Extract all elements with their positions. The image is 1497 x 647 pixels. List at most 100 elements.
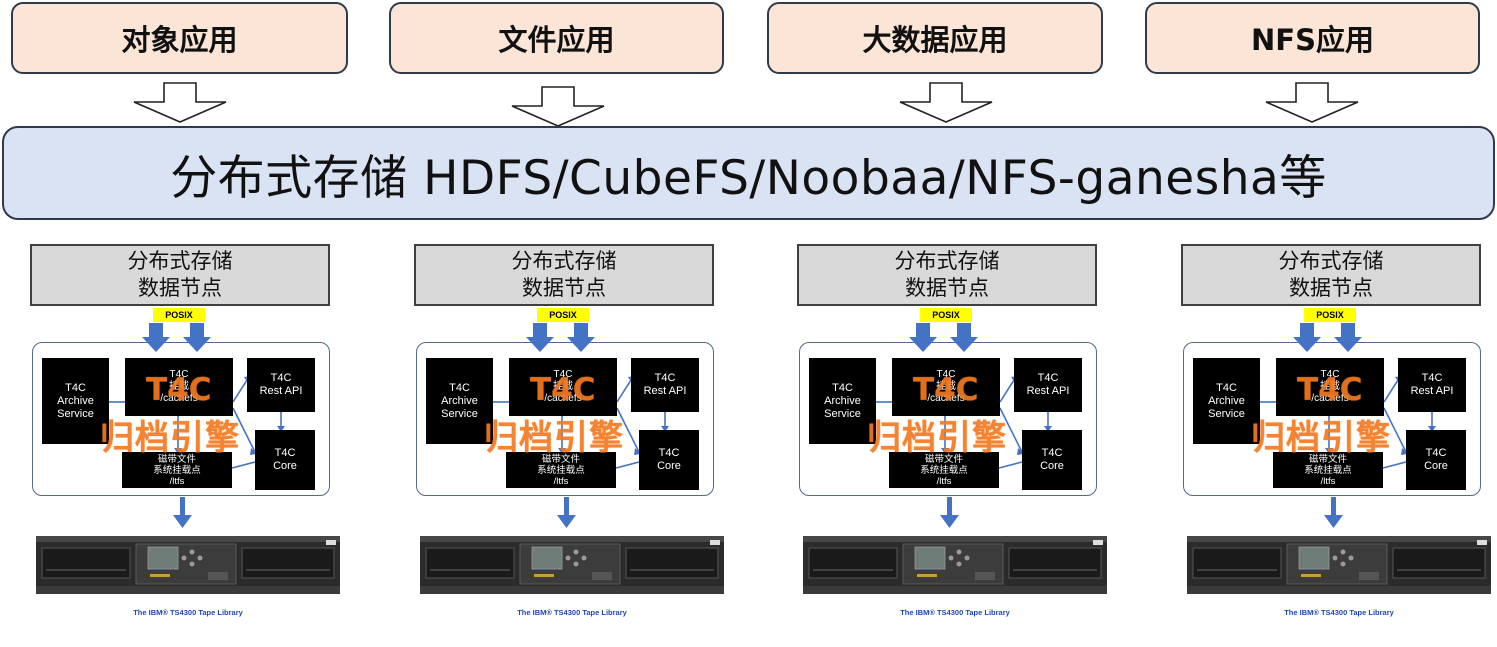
ltfs-mount-block: 磁带文件 系统挂载点 /ltfs [889, 452, 999, 488]
engine-overlay-t4c: T4C [1297, 372, 1363, 408]
down-arrow-icon [511, 86, 605, 127]
data-node-4: 分布式存储 数据节点 POSIX [1169, 240, 1497, 640]
tape-library-caption: The IBM® TS4300 Tape Library [133, 608, 243, 617]
posix-arrow-icon [142, 323, 211, 352]
ltfs-mount-line: 磁带文件 [541, 453, 580, 465]
data-node-2: 分布式存储 数据节点 POSIX [402, 240, 742, 640]
posix-label: POSIX [920, 308, 972, 322]
rest-api-block: T4C Rest API [1398, 358, 1466, 412]
posix-label: POSIX [153, 308, 205, 322]
ltfs-mount-line: 系统挂载点 [920, 464, 968, 476]
archive-service-line: Service [441, 407, 478, 420]
core-line: T4C [274, 447, 296, 459]
engine-overlay-archive-engine: 归档引擎 [484, 418, 624, 458]
node-arrows [36, 323, 340, 594]
rest-api-line: Rest API [643, 385, 687, 397]
app-box-nfs: NFS应用 [1145, 2, 1480, 74]
posix-arrow-icon [909, 323, 978, 352]
cache-mount-line: /cachefs [927, 393, 965, 404]
ltfs-mount-block: 磁带文件 系统挂载点 /ltfs [122, 452, 232, 488]
cache-mount-line: /cachefs [544, 393, 582, 404]
rest-api-block: T4C Rest API [1014, 358, 1082, 412]
tape-library-image [36, 536, 340, 594]
down-arrow-icon [899, 82, 993, 123]
ltfs-mount-block: 磁带文件 系统挂载点 /ltfs [1273, 452, 1383, 488]
ltfs-mount-line: /ltfs [936, 475, 952, 487]
engine-overlay-archive-engine: 归档引擎 [867, 418, 1007, 458]
core-block: T4C Core [1022, 430, 1082, 490]
rest-api-line: Rest API [1410, 385, 1454, 397]
engine-overlay-archive-engine: 归档引擎 [100, 418, 240, 458]
posix-arrow-icon [526, 323, 595, 352]
down-arrow-icon [1265, 82, 1359, 123]
cache-mount-line: /cachefs [1311, 393, 1349, 404]
core-line: T4C [1425, 447, 1447, 459]
engine-overlay-t4c: T4C [530, 372, 596, 408]
cache-mount-block: T4C 挂载 /cachefs [1276, 358, 1384, 416]
archive-service-block: T4C Archive Service [809, 358, 876, 444]
rest-api-line: Rest API [259, 385, 303, 397]
archive-service-block: T4C Archive Service [1193, 358, 1260, 444]
rest-api-block: T4C Rest API [631, 358, 699, 412]
archive-service-block: T4C Archive Service [42, 358, 109, 444]
node-arrows [1187, 323, 1491, 594]
node-header-line1: 分布式存储 [511, 249, 617, 273]
ltfs-mount-line: 磁带文件 [157, 453, 196, 465]
archive-service-line: Archive [1208, 394, 1245, 407]
rest-api-line: Rest API [1026, 385, 1070, 397]
tape-library-caption: The IBM® TS4300 Tape Library [517, 608, 627, 617]
cache-mount-line: T4C [169, 369, 189, 380]
rest-api-line: T4C [1421, 372, 1443, 384]
cache-mount-block: T4C 挂载 /cachefs [892, 358, 1000, 416]
ltfs-mount-line: 系统挂载点 [153, 464, 201, 476]
core-line: Core [273, 460, 297, 472]
node-header-line2: 数据节点 [138, 276, 222, 300]
ltfs-mount-line: /ltfs [169, 475, 185, 487]
core-line: T4C [658, 447, 680, 459]
archive-service-line: Archive [441, 394, 478, 407]
cache-mount-line: 挂载 [553, 381, 573, 392]
engine-overlay-archive-engine: 归档引擎 [1251, 418, 1391, 458]
core-line: Core [1424, 460, 1448, 472]
archive-service-line: T4C [832, 381, 853, 394]
node-header-line1: 分布式存储 [894, 249, 1000, 273]
node-header: 分布式存储 数据节点 [1181, 244, 1481, 306]
node-header-line2: 数据节点 [905, 276, 989, 300]
node-header: 分布式存储 数据节点 [797, 244, 1097, 306]
ltfs-mount-line: /ltfs [1320, 475, 1336, 487]
ltfs-mount-line: 磁带文件 [924, 453, 963, 465]
cache-mount-line: T4C [936, 369, 956, 380]
cache-mount-line: T4C [1320, 369, 1340, 380]
core-block: T4C Core [1406, 430, 1466, 490]
rest-api-line: T4C [1037, 372, 1059, 384]
core-block: T4C Core [639, 430, 699, 490]
engine-overlay-t4c: T4C [146, 372, 212, 408]
posix-label: POSIX [1304, 308, 1356, 322]
tape-library-image [803, 536, 1107, 594]
core-line: Core [1040, 460, 1064, 472]
node-arrows [420, 323, 724, 594]
archive-service-line: Service [824, 407, 861, 420]
tape-library-caption: The IBM® TS4300 Tape Library [1284, 608, 1394, 617]
ltfs-mount-line: 系统挂载点 [537, 464, 585, 476]
node-header: 分布式存储 数据节点 [30, 244, 330, 306]
core-line: Core [657, 460, 681, 472]
node-header-line2: 数据节点 [1289, 276, 1373, 300]
app-box-object: 对象应用 [11, 2, 348, 74]
cache-mount-line: T4C [553, 369, 573, 380]
cache-mount-line: 挂载 [1320, 381, 1340, 392]
rest-api-line: T4C [270, 372, 292, 384]
tape-arrow-icon [1324, 497, 1343, 528]
archive-service-line: Service [1208, 407, 1245, 420]
ltfs-mount-line: 磁带文件 [1308, 453, 1347, 465]
cache-mount-line: 挂载 [936, 381, 956, 392]
archive-service-line: T4C [449, 381, 470, 394]
archive-service-block: T4C Archive Service [426, 358, 493, 444]
node-header-line1: 分布式存储 [127, 249, 233, 273]
node-header-line2: 数据节点 [522, 276, 606, 300]
tape-library-caption: The IBM® TS4300 Tape Library [900, 608, 1010, 617]
cache-mount-line: /cachefs [160, 393, 198, 404]
app-box-bigdata: 大数据应用 [767, 2, 1103, 74]
data-node-3: 分布式存储 数据节点 POSIX [785, 240, 1125, 640]
tape-library-image [1187, 536, 1491, 594]
